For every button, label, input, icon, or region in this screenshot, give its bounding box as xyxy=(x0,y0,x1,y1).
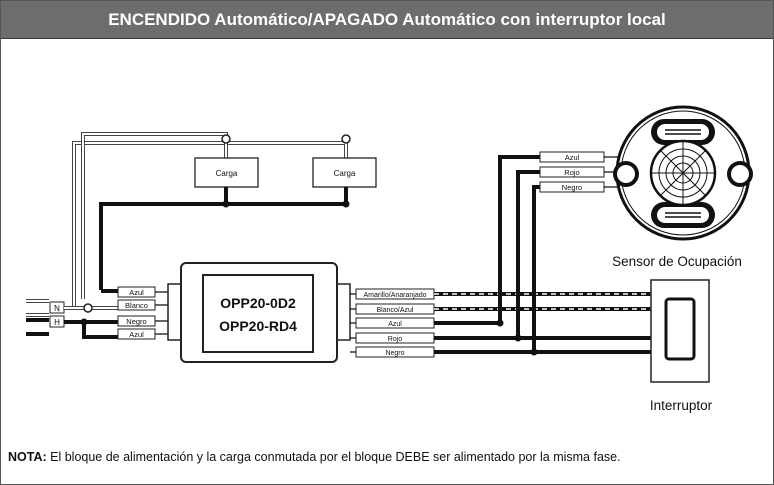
wall-switch xyxy=(650,279,710,383)
load-2: Carga xyxy=(312,157,377,188)
load-terminal-1 xyxy=(221,134,231,144)
sensor-vent-left xyxy=(613,161,639,187)
sensor-label-rojo: Rojo xyxy=(564,168,579,177)
power-pack-left-wires: Azul Blanco Negro Azul xyxy=(117,286,171,340)
wiring-diagram: Carga Carga N H Az xyxy=(26,105,753,413)
sensor-vent-bottom xyxy=(651,202,715,228)
power-pack-model-2: OPP20-RD4 xyxy=(219,318,297,334)
power-pack-model-1: OPP20-0D2 xyxy=(220,295,296,311)
left-wire-azul-top: Azul xyxy=(129,288,144,297)
title-bar: ENCENDIDO Automático/APAGADO Automático … xyxy=(1,1,773,39)
sensor-label-azul: Azul xyxy=(565,153,580,162)
supply-terminals: N H xyxy=(26,299,65,336)
power-pack: OPP20-0D2 OPP20-RD4 xyxy=(167,262,351,363)
left-wire-azul-bottom: Azul xyxy=(129,330,144,339)
sensor-wire-negro xyxy=(532,185,541,352)
load-2-label: Carga xyxy=(334,169,356,178)
left-wire-blanco: Blanco xyxy=(125,301,148,310)
right-wire-amarillo: Amarillo/Anaranjado xyxy=(363,292,426,299)
right-wire-negro: Negro xyxy=(385,350,404,357)
sensor-wire-rojo xyxy=(516,170,541,338)
neutral-junction xyxy=(83,303,93,313)
load-1: Carga xyxy=(194,157,259,188)
sensor-vent-top xyxy=(651,119,715,145)
load-junction-1 xyxy=(222,200,230,208)
sensor-wire-azul xyxy=(498,155,541,323)
sensor-vent-right xyxy=(727,161,753,187)
sensor-lens xyxy=(649,139,717,207)
load-1-label: Carga xyxy=(216,169,238,178)
footnote-prefix: NOTA: xyxy=(8,450,47,464)
occupancy-sensor xyxy=(613,105,753,241)
sensor-label-negro: Negro xyxy=(562,183,582,192)
left-wire-negro: Negro xyxy=(126,317,146,326)
power-pack-right-wires: Amarillo/Anaranjado Blanco/Azul Azul Roj… xyxy=(350,288,435,358)
right-wire-rojo: Rojo xyxy=(388,336,403,343)
footnote: NOTA: El bloque de alimentación y la car… xyxy=(8,450,768,470)
hot-wire xyxy=(64,320,119,339)
load-terminal-2 xyxy=(341,134,351,144)
sensor-wire-labels: Azul Rojo Negro xyxy=(539,151,621,193)
right-wire-blanco-azul: Blanco/Azul xyxy=(377,307,414,314)
load-junction-2 xyxy=(342,200,350,208)
hot-terminal-label: H xyxy=(54,318,60,327)
right-wire-azul: Azul xyxy=(388,321,402,328)
switch-label: Interruptor xyxy=(650,398,713,413)
footnote-text: El bloque de alimentación y la carga con… xyxy=(46,450,621,464)
neutral-wire xyxy=(72,132,348,309)
diagram-title: ENCENDIDO Automático/APAGADO Automático … xyxy=(108,10,666,29)
sensor-label: Sensor de Ocupación xyxy=(612,254,742,269)
neutral-terminal-label: N xyxy=(54,304,60,313)
